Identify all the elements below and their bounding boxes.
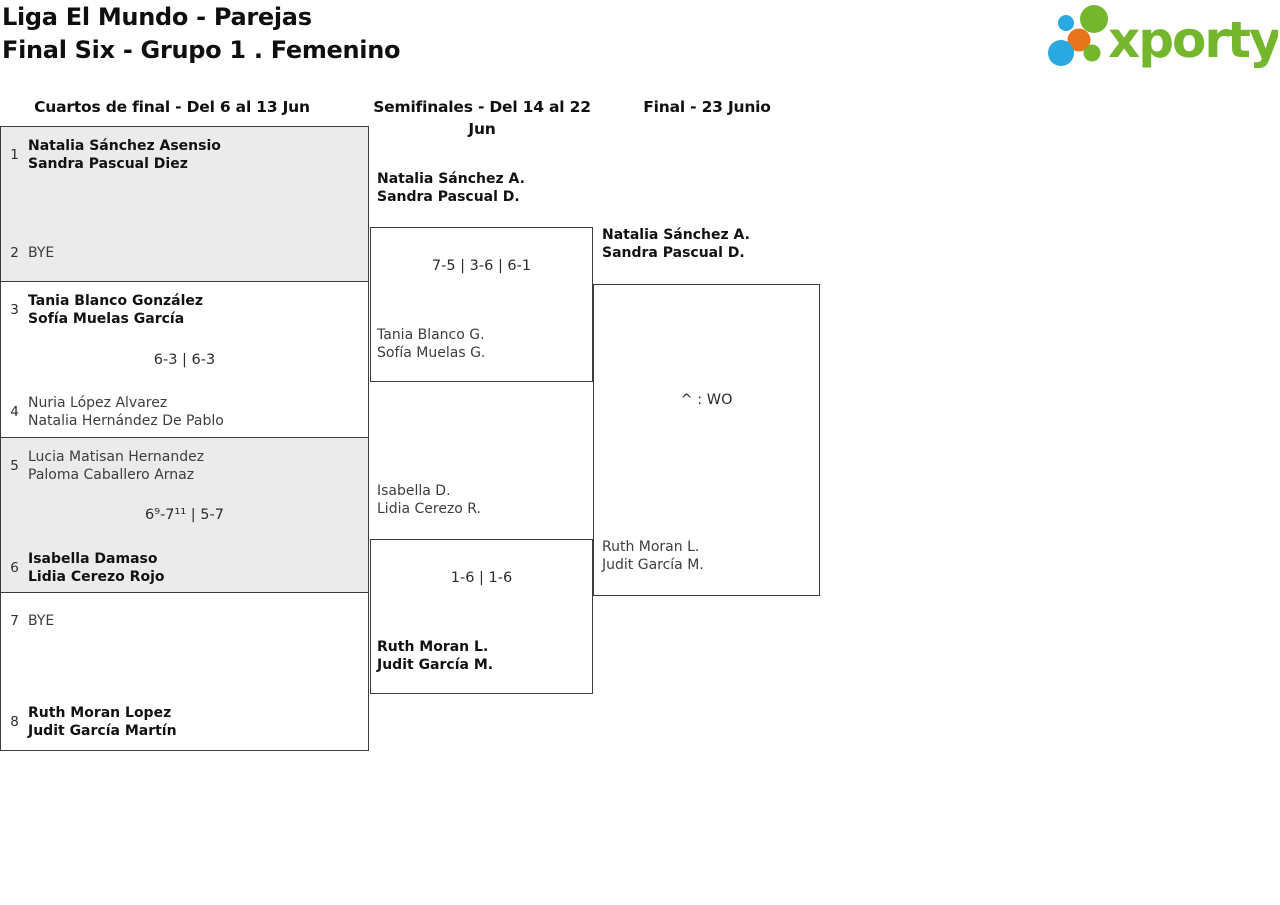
match-score: 1-6 | 1-6 — [450, 570, 513, 586]
team-entry: 5 Lucia Matisan Hernandez Paloma Caballe… — [7, 448, 204, 484]
seed-number: 1 — [10, 147, 19, 163]
logo-dot-icon — [1048, 40, 1074, 66]
team-name: Natalia Sánchez A. Sandra Pascual D. — [602, 227, 750, 261]
sf-match-1-box — [370, 227, 593, 382]
page-title-line2: Final Six - Grupo 1 . Femenino — [2, 36, 401, 64]
seed-number: 3 — [10, 302, 19, 318]
seed-number: 8 — [10, 714, 19, 730]
seed-number: 4 — [10, 404, 19, 420]
seed-number: 5 — [10, 458, 19, 474]
qf-match-2: 3 Tania Blanco González Sofía Muelas Gar… — [0, 281, 369, 438]
seed-number: 7 — [10, 613, 19, 629]
logo-dot-icon — [1058, 15, 1074, 31]
page-title: Liga El Mundo - Parejas Final Six - Grup… — [2, 1, 401, 67]
qf-match-3: 5 Lucia Matisan Hernandez Paloma Caballe… — [0, 437, 369, 593]
logo-dot-icon — [1080, 5, 1108, 33]
team-entry: 2 BYE — [7, 244, 54, 262]
qf-match-1: 1 Natalia Sánchez Asensio Sandra Pascual… — [0, 126, 369, 282]
team-name: Tania Blanco G. Sofía Muelas G. — [377, 327, 486, 361]
match-score: 6-3 | 6-3 — [153, 351, 216, 368]
match-score: 6⁹-7¹¹ | 5-7 — [145, 507, 224, 523]
team-name: BYE — [28, 613, 55, 629]
team-name: Isabella Damaso Lidia Cerezo Rojo — [28, 551, 165, 585]
team-name: Natalia Sánchez Asensio Sandra Pascual D… — [28, 138, 221, 172]
xporty-logo[interactable]: xporty — [1046, 2, 1278, 68]
team-name: Nuria López Alvarez Natalia Hernández De… — [28, 395, 224, 429]
sf-match-2-box — [370, 539, 593, 694]
round-header-final: Final - 23 Junio — [643, 98, 771, 116]
team-entry: 8 Ruth Moran Lopez Judit García Martín — [7, 704, 177, 740]
team-name: Ruth Moran L. Judit García M. — [377, 639, 494, 673]
team-name: Lucia Matisan Hernandez Paloma Caballero… — [28, 449, 205, 483]
qf-match-4: 7 BYE 8 Ruth Moran Lopez Judit García Ma… — [0, 592, 369, 751]
match-score: 7-5 | 3-6 | 6-1 — [431, 258, 532, 274]
match-score-walkover: ^ : WO — [680, 392, 733, 408]
team-name: Ruth Moran Lopez Judit García Martín — [28, 705, 177, 739]
team-name: Tania Blanco González Sofía Muelas Garcí… — [28, 293, 204, 327]
team-entry: 6 Isabella Damaso Lidia Cerezo Rojo — [7, 550, 165, 586]
team-name: Natalia Sánchez A. Sandra Pascual D. — [377, 171, 525, 205]
team-name: Isabella D. Lidia Cerezo R. — [377, 483, 481, 517]
logo-dot-icon — [1083, 44, 1101, 62]
team-entry: 1 Natalia Sánchez Asensio Sandra Pascual… — [7, 137, 221, 173]
round-header-quarterfinals: Cuartos de final - Del 6 al 13 Jun — [34, 98, 310, 116]
team-entry: 4 Nuria López Alvarez Natalia Hernández … — [7, 394, 224, 430]
seed-number: 2 — [10, 245, 19, 261]
team-entry: 3 Tania Blanco González Sofía Muelas Gar… — [7, 292, 203, 328]
team-name: Ruth Moran L. Judit García M. — [602, 539, 704, 573]
logo-wordmark: xporty — [1108, 11, 1278, 68]
team-name: BYE — [28, 245, 55, 261]
logo-dot-icon — [1067, 28, 1091, 52]
page-title-line1: Liga El Mundo - Parejas — [2, 3, 312, 31]
seed-number: 6 — [10, 560, 19, 576]
final-match-box — [593, 284, 820, 596]
round-header-semifinals: Semifinales - Del 14 al 22 Jun — [373, 98, 591, 138]
team-entry: 7 BYE — [7, 612, 54, 630]
